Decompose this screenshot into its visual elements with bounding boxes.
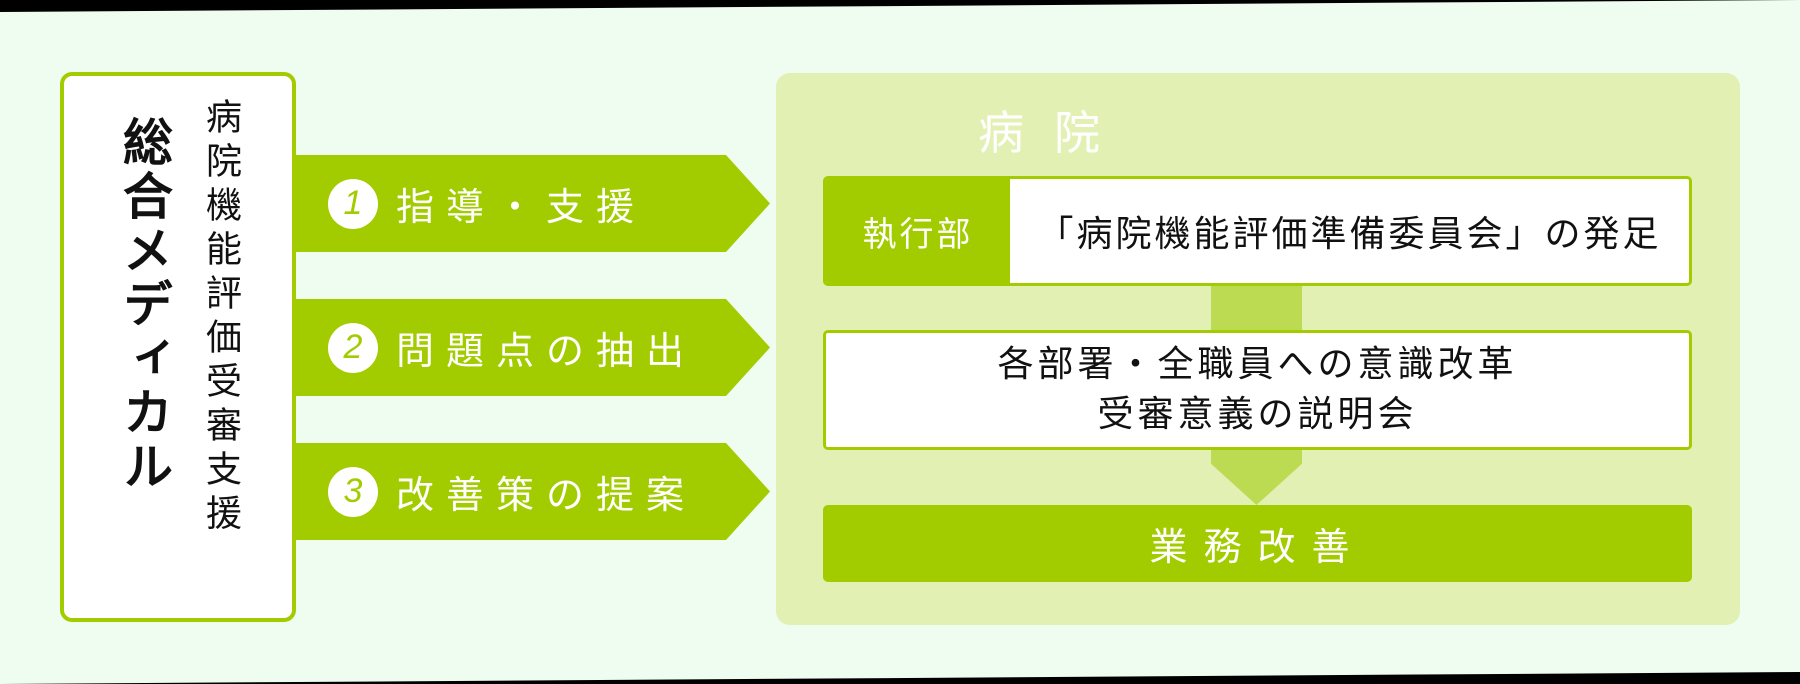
down-arrow-icon xyxy=(1211,450,1302,505)
step-label: 問題点の抽出 xyxy=(396,329,697,373)
committee-text: 「病院機能評価準備委員会」の発足 xyxy=(1037,214,1662,255)
circled-number-3-icon: 3 xyxy=(328,466,378,517)
result-bar: 業務改善 xyxy=(823,505,1692,582)
top-edge-shadow xyxy=(0,0,1800,12)
awareness-box: 各部署・全職員への意識改革 受審意義の説明会 xyxy=(823,330,1692,450)
dept-label: 執行部 xyxy=(826,179,1010,283)
step-arrow-3: 3 改善策の提案 xyxy=(296,443,770,540)
provider-name: 総合メディカル xyxy=(115,116,173,494)
provider-service: 病院機能評価受審支援 xyxy=(200,98,241,538)
circled-number-2-icon: 2 xyxy=(328,322,378,373)
step-arrow-2: 2 問題点の抽出 xyxy=(296,299,770,396)
committee-box: 執行部 「病院機能評価準備委員会」の発足 xyxy=(823,176,1692,286)
connector-bar xyxy=(1211,286,1302,330)
step-arrow-1: 1 指導・支援 xyxy=(296,155,770,252)
hospital-title: 病院 xyxy=(978,106,1130,160)
step-label: 改善策の提案 xyxy=(396,473,697,517)
awareness-line-2: 受審意義の説明会 xyxy=(1097,394,1418,435)
circled-number-1-icon: 1 xyxy=(328,178,378,229)
step-label: 指導・支援 xyxy=(396,185,647,229)
bottom-edge-shadow xyxy=(0,672,1800,684)
awareness-line-1: 各部署・全職員への意識改革 xyxy=(997,344,1518,385)
hospital-panel: 病院 執行部 「病院機能評価準備委員会」の発足 各部署・全職員への意識改革 受審… xyxy=(776,73,1740,625)
provider-box: 総合メディカル 病院機能評価受審支援 xyxy=(60,72,296,622)
